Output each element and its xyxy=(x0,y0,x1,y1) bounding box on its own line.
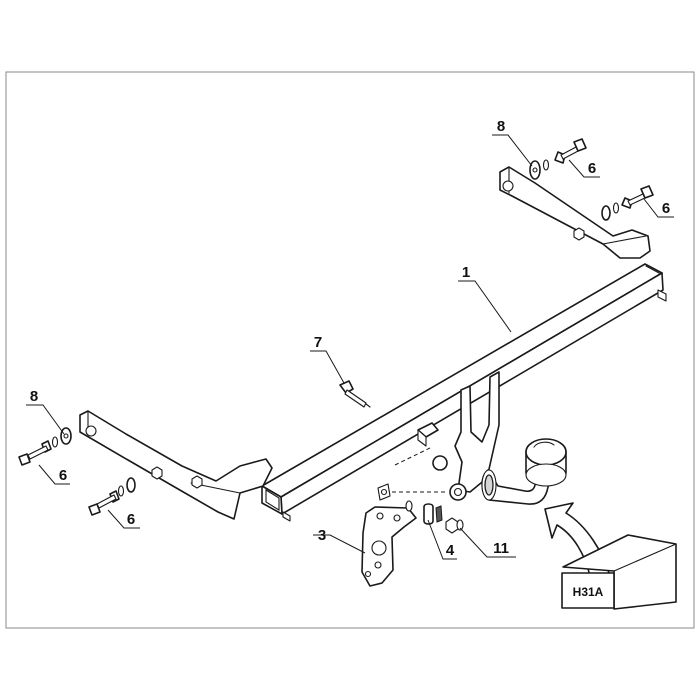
leader-6-left-lower xyxy=(107,509,140,529)
callout-6-right-upper: 6 xyxy=(588,160,596,177)
plate-washer xyxy=(377,483,391,501)
callout-7: 7 xyxy=(314,334,322,351)
left-side-bracket xyxy=(79,410,273,520)
leader-8-left xyxy=(26,404,65,435)
leader-6-right-lower xyxy=(643,198,674,218)
bolt-7 xyxy=(339,380,371,408)
left-lower-hardware xyxy=(88,477,136,516)
leader-6-right-upper xyxy=(568,159,600,178)
callout-6-left-upper: 6 xyxy=(59,467,67,484)
leader-3 xyxy=(313,534,366,554)
leader-8-right xyxy=(492,134,533,167)
spring-washer-and-nut xyxy=(405,500,464,534)
left-upper-hardware xyxy=(18,427,72,466)
callout-3: 3 xyxy=(318,527,326,544)
tow-ball xyxy=(481,438,567,505)
leader-1 xyxy=(458,280,512,333)
leader-7 xyxy=(310,350,345,384)
model-box xyxy=(561,534,677,610)
model-code-label: H31A xyxy=(573,585,604,599)
right-side-bracket xyxy=(499,166,651,259)
callout-8-left: 8 xyxy=(30,388,38,405)
socket-plate xyxy=(361,506,417,587)
leader-11 xyxy=(459,527,516,558)
callout-6-left-lower: 6 xyxy=(127,511,135,528)
callout-1: 1 xyxy=(462,264,470,281)
callout-6-right-lower: 6 xyxy=(662,200,670,217)
right-upper-hardware xyxy=(529,138,587,180)
central-mount-plate xyxy=(417,371,500,493)
diagram-frame xyxy=(5,71,695,629)
crossbar xyxy=(261,263,667,522)
callout-11: 11 xyxy=(493,540,509,557)
leader-4 xyxy=(427,519,457,560)
right-lower-hardware xyxy=(601,185,654,221)
mount-nut-upper xyxy=(432,455,448,471)
leader-6-left-upper xyxy=(38,464,70,485)
callout-8-right: 8 xyxy=(497,118,505,135)
callout-4: 4 xyxy=(446,542,455,559)
explode-line-upper xyxy=(394,446,433,466)
